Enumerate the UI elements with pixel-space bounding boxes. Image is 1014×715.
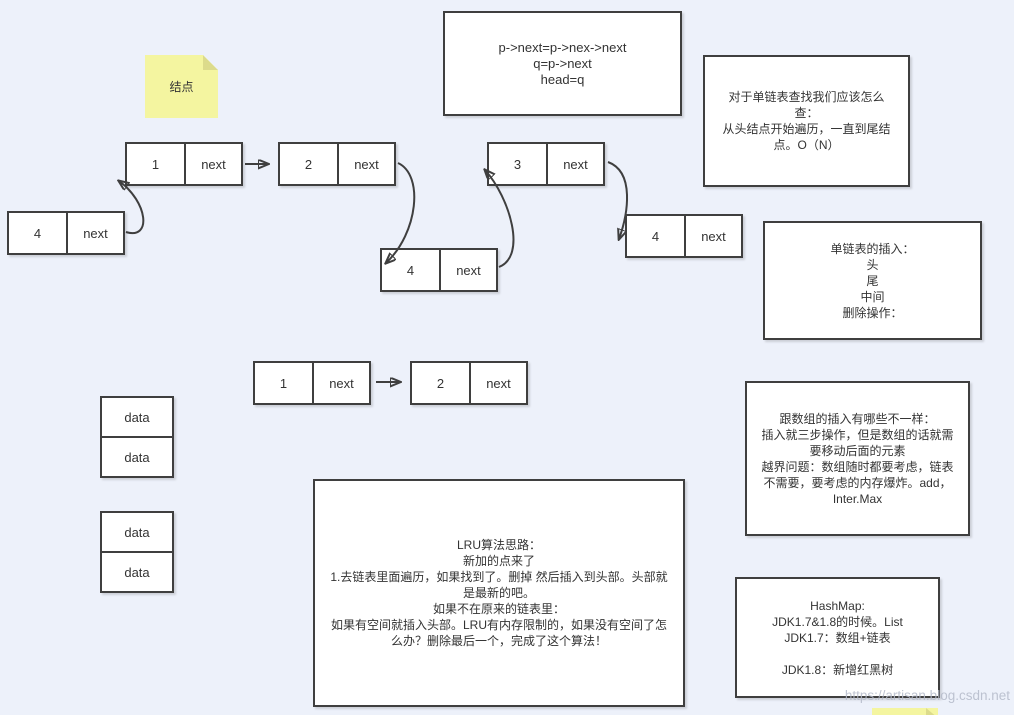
arrow-node3-to-node4-right[interactable] — [607, 161, 628, 239]
node-value: 4 — [627, 216, 686, 256]
arrow-node4-left-to-node1[interactable] — [119, 181, 145, 235]
node-next-label: next — [486, 375, 511, 391]
node-value: 2 — [280, 144, 339, 184]
watermark-text: https://artisan.blog.csdn.net — [844, 688, 1010, 703]
node-next-label: next — [456, 262, 481, 278]
node-next-label: next — [201, 156, 226, 172]
node-4-middle[interactable]: 4 next — [380, 248, 498, 292]
array-diff-note-box[interactable]: 跟数组的插入有哪些不一样： 插入就三步操作，但是数组的话就需 要移动后面的元素 … — [745, 381, 970, 536]
list2-node-2[interactable]: 2 next — [410, 361, 528, 405]
node-value: 4 — [382, 250, 441, 290]
lru-note-text: LRU算法思路： 新加的点来了 1.去链表里面遍历，如果找到了。删掉 然后插入到… — [330, 538, 668, 648]
node-next-label: next — [563, 156, 588, 172]
insert-note-text: 单链表的插入： 头 尾 中间 删除操作： — [830, 241, 915, 320]
sticky-note[interactable]: 结点 — [145, 55, 218, 118]
search-note-text: 对于单链表查找我们应该怎么 查： 从头结点开始遍历，一直到尾结 点。O（N） — [722, 90, 891, 152]
data-cell: data — [124, 524, 150, 540]
node-4-left[interactable]: 4 next — [7, 211, 125, 255]
lru-note-box[interactable]: LRU算法思路： 新加的点来了 1.去链表里面遍历，如果找到了。删掉 然后插入到… — [313, 479, 685, 707]
data-cell: data — [124, 409, 150, 425]
node-value: 1 — [127, 144, 186, 184]
list2-node-1[interactable]: 1 next — [253, 361, 371, 405]
node-next-label: next — [329, 375, 354, 391]
node-next-label: next — [83, 225, 108, 241]
arrow-node2-to-node4-middle[interactable] — [386, 162, 416, 263]
data-cell: data — [102, 551, 172, 591]
node-value: 4 — [9, 213, 68, 253]
hashmap-note-text: HashMap: JDK1.7&1.8的时候。List JDK1.7：数组+链表… — [772, 598, 903, 677]
arrow-node4-middle-to-node3[interactable] — [485, 170, 515, 268]
data-stack-2[interactable]: data data — [100, 511, 174, 593]
sticky-note-partial-bottom[interactable] — [872, 708, 938, 715]
node-4-right[interactable]: 4 next — [625, 214, 743, 258]
node-value: 2 — [412, 363, 471, 403]
data-cell: data — [102, 436, 172, 476]
node-next-label: next — [354, 156, 379, 172]
node-value: 1 — [255, 363, 314, 403]
code-text: p->next=p->nex->next q=p->next head=q — [498, 39, 627, 87]
array-diff-note-text: 跟数组的插入有哪些不一样： 插入就三步操作，但是数组的话就需 要移动后面的元素 … — [761, 411, 954, 506]
list1-node-3[interactable]: 3 next — [487, 142, 605, 186]
sticky-note-label: 结点 — [169, 80, 194, 94]
hashmap-note-box[interactable]: HashMap: JDK1.7&1.8的时候。List JDK1.7：数组+链表… — [735, 577, 940, 698]
search-note-box[interactable]: 对于单链表查找我们应该怎么 查： 从头结点开始遍历，一直到尾结 点。O（N） — [703, 55, 910, 187]
list1-node-1[interactable]: 1 next — [125, 142, 243, 186]
code-box[interactable]: p->next=p->nex->next q=p->next head=q — [443, 11, 682, 116]
node-value: 3 — [489, 144, 548, 184]
node-next-label: next — [701, 228, 726, 244]
insert-note-box[interactable]: 单链表的插入： 头 尾 中间 删除操作： — [763, 221, 982, 340]
data-stack-1[interactable]: data data — [100, 396, 174, 478]
list1-node-2[interactable]: 2 next — [278, 142, 396, 186]
